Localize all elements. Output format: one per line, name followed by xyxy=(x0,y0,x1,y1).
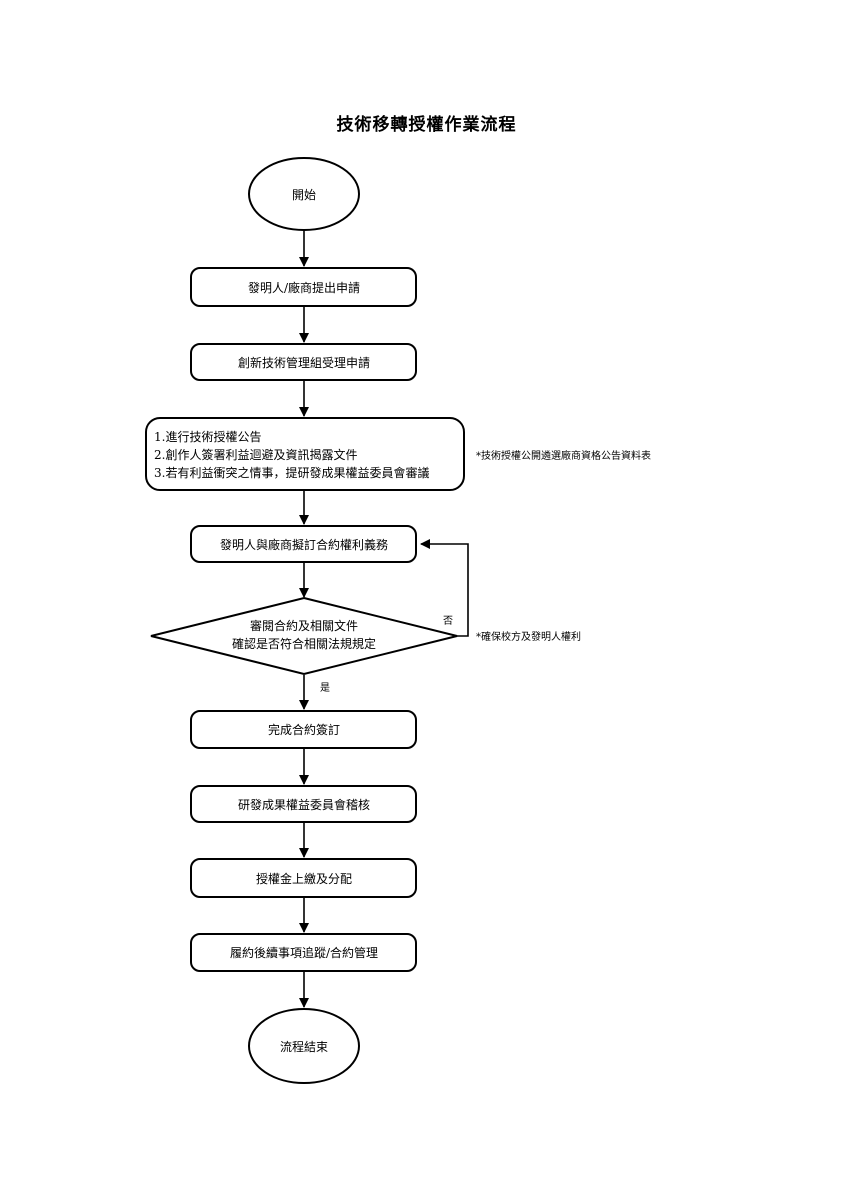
step3-line3: 3.若有利益衝突之情事，提研發成果權益委員會審議 xyxy=(154,465,429,480)
arrow-decision-no-loop xyxy=(420,539,469,637)
page-title: 技術移轉授權作業流程 xyxy=(336,115,517,135)
announcement-note: *技術授權公開遴選廠商資格公告資料表 xyxy=(476,449,651,462)
step-accept-application-label: 創新技術管理組受理申請 xyxy=(238,355,370,370)
step-sign-contract xyxy=(190,710,417,749)
step-submit-application-label: 發明人/廠商提出申請 xyxy=(248,280,360,295)
decision-line2: 確認是否符合相關法規規定 xyxy=(232,636,376,651)
step-draft-contract xyxy=(190,525,417,563)
step-draft-contract-label: 發明人與廠商擬訂合約權利義務 xyxy=(220,537,388,552)
decision-yes-label: 是 xyxy=(320,682,330,694)
step-royalty-distribution-label: 授權金上繳及分配 xyxy=(256,871,352,886)
start-node xyxy=(248,157,360,231)
step-accept-application xyxy=(190,343,417,381)
step-committee-audit-label: 研發成果權益委員會稽核 xyxy=(238,797,370,812)
connectors xyxy=(299,230,469,1008)
rights-note: *確保校方及發明人權利 xyxy=(476,630,581,643)
step-contract-management-label: 履約後續事項追蹤/合約管理 xyxy=(230,945,378,960)
step3-line2: 2.創作人簽署利益迴避及資訊揭露文件 xyxy=(154,447,357,462)
end-node xyxy=(248,1008,360,1084)
step3-line1: 1.進行技術授權公告 xyxy=(154,429,261,444)
decision-review-contract xyxy=(150,596,458,676)
start-label: 開始 xyxy=(292,188,316,202)
step-royalty-distribution xyxy=(190,858,417,898)
end-label: 流程結束 xyxy=(280,1039,328,1054)
step-announcement-disclosure xyxy=(145,417,465,491)
step-submit-application xyxy=(190,267,417,307)
decision-line1: 審閱合約及相關文件 xyxy=(250,618,358,633)
step-committee-audit xyxy=(190,785,417,823)
step-sign-contract-label: 完成合約簽訂 xyxy=(268,722,340,737)
step-contract-management xyxy=(190,933,417,972)
decision-no-label: 否 xyxy=(443,615,453,627)
